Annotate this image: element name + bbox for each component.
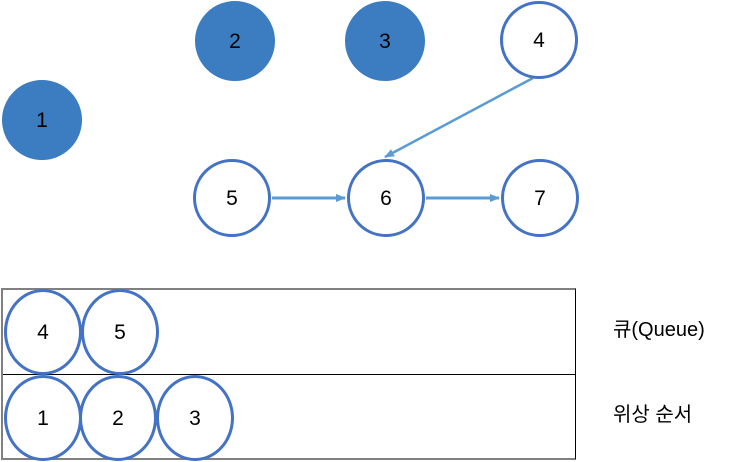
queue-row: 4 5 [3,289,575,375]
topological-order-row-label: 위상 순서 [613,404,693,426]
graph-node-5[interactable]: 5 [193,159,271,237]
graph-node-1-label: 1 [36,108,48,132]
queue-row-label: 큐(Queue) [613,319,705,341]
graph-node-4-label: 4 [533,28,545,52]
graph-node-1[interactable]: 1 [2,80,82,160]
graph-node-6[interactable]: 6 [347,159,425,237]
edge-4-to-6 [384,76,534,159]
topological-order-row: 1 2 3 [3,375,575,461]
state-table: 4 5 1 2 3 [1,288,576,461]
graph-node-7[interactable]: 7 [501,159,579,237]
order-item[interactable]: 2 [79,375,157,461]
queue-item-label: 5 [114,320,126,344]
order-item-label: 2 [112,406,124,430]
graph-node-3-label: 3 [379,29,391,53]
queue-item[interactable]: 4 [4,289,82,375]
order-item-label: 1 [37,406,49,430]
queue-item-label: 4 [37,320,49,344]
order-item[interactable]: 3 [156,375,234,461]
graph-node-6-label: 6 [380,186,392,210]
order-item-label: 3 [189,406,201,430]
order-item[interactable]: 1 [4,375,82,461]
graph-node-7-label: 7 [534,186,546,210]
graph-node-3[interactable]: 3 [345,1,425,81]
graph-node-5-label: 5 [226,186,238,210]
graph-node-2[interactable]: 2 [195,1,275,81]
graph-node-4[interactable]: 4 [500,1,578,79]
queue-item[interactable]: 5 [81,289,159,375]
graph-node-2-label: 2 [229,29,241,53]
